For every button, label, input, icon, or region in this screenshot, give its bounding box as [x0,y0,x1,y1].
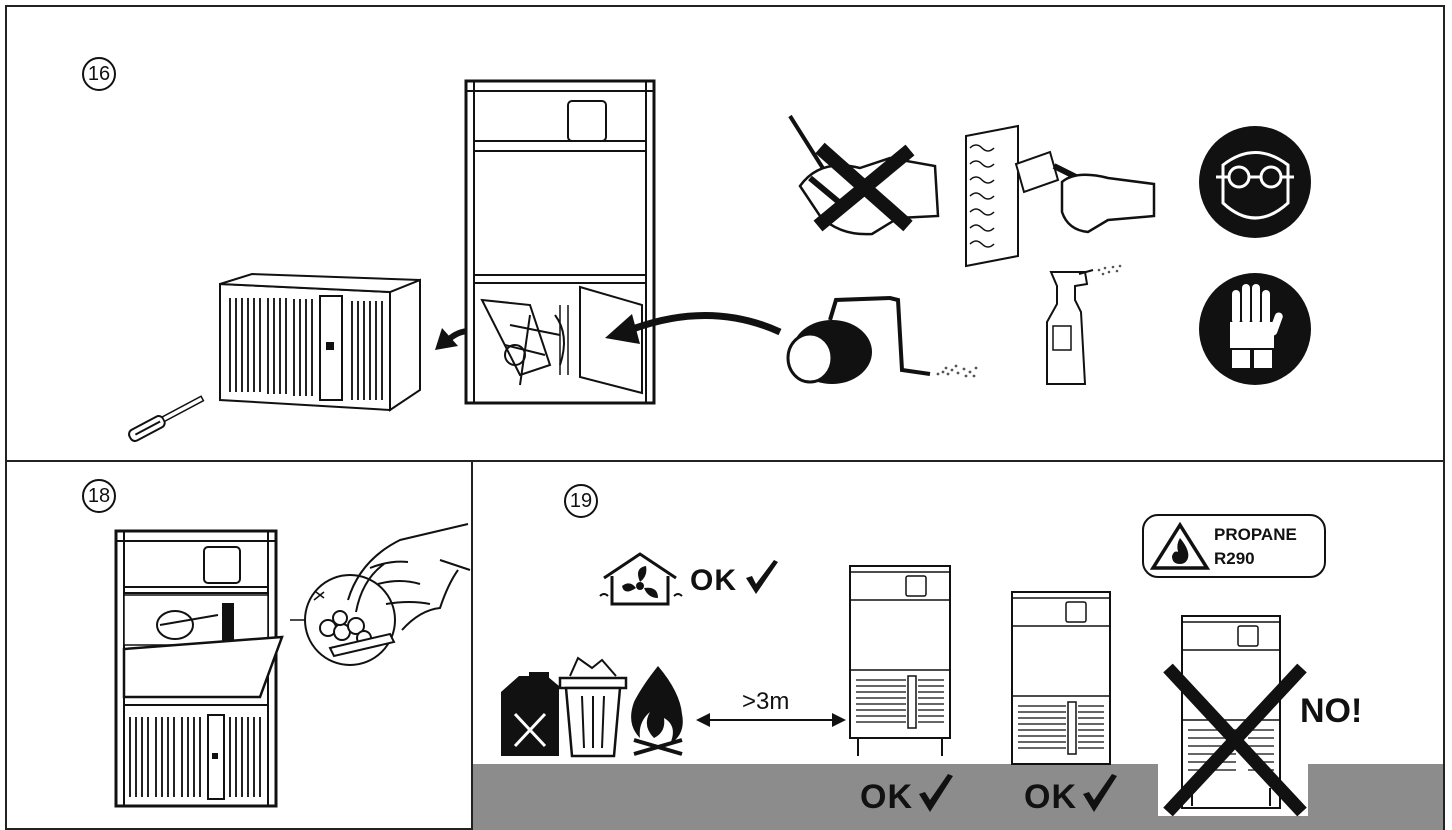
distance-label: >3m [742,688,789,716]
ice-machine-bin-door [110,525,290,810]
no-label-built-in: NO! [1300,692,1362,731]
propane-label-line1: PROPANE [1214,524,1297,546]
vacuum-arrow [600,300,790,370]
vacuum-cleaner-icon [780,290,985,390]
ok-label-floor: OK [1024,778,1077,817]
step-number-16: 16 [82,57,116,91]
magnifier-hand-scoop [290,520,475,670]
ice-machine-on-floor [1008,588,1114,766]
open-flame-icon [624,662,694,758]
ice-machine-built-in-crossed [1152,612,1312,818]
ok-label-legs: OK [860,778,913,817]
propane-label-line2: R290 [1214,548,1255,570]
waste-bin-icon [556,656,630,760]
front-grille-panel [212,272,427,412]
screwdriver-icon [120,395,215,445]
step-number-19: 19 [564,484,598,518]
ventilated-room-icon [598,550,688,612]
spray-bottle-icon [1035,262,1125,392]
ice-machine-on-legs [846,562,954,758]
ventilation-ok-label: OK [690,564,737,598]
check-mark-icon [742,560,782,600]
fuel-can-icon [495,670,565,760]
flammable-warning-icon [1150,522,1210,572]
no-screwdriver-icon [780,108,945,238]
brush-icon [958,120,1163,270]
step-number-18: 18 [82,479,116,513]
safety-goggles-icon [1198,125,1313,240]
check-mark-icon [1079,774,1121,816]
safety-gloves-icon [1198,272,1313,387]
check-mark-icon [915,774,957,816]
